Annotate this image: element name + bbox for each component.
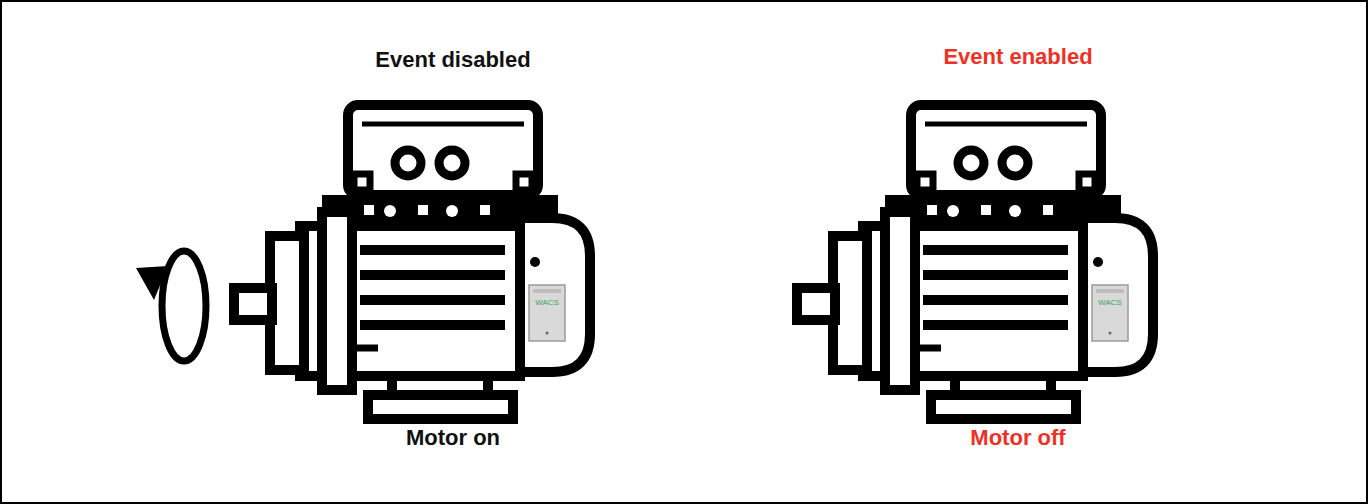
state-heading: Event disabled [375, 47, 530, 72]
rotation-arrow [136, 251, 206, 361]
device-brand: WACS [1098, 298, 1122, 307]
device-brand: WACS [535, 298, 559, 307]
motor-on-symbol [234, 105, 590, 419]
state-heading: Event enabled [943, 44, 1092, 69]
motor-off-symbol [797, 105, 1153, 419]
motor-state: Motor on [406, 425, 500, 450]
motor-state: Motor off [970, 425, 1065, 450]
